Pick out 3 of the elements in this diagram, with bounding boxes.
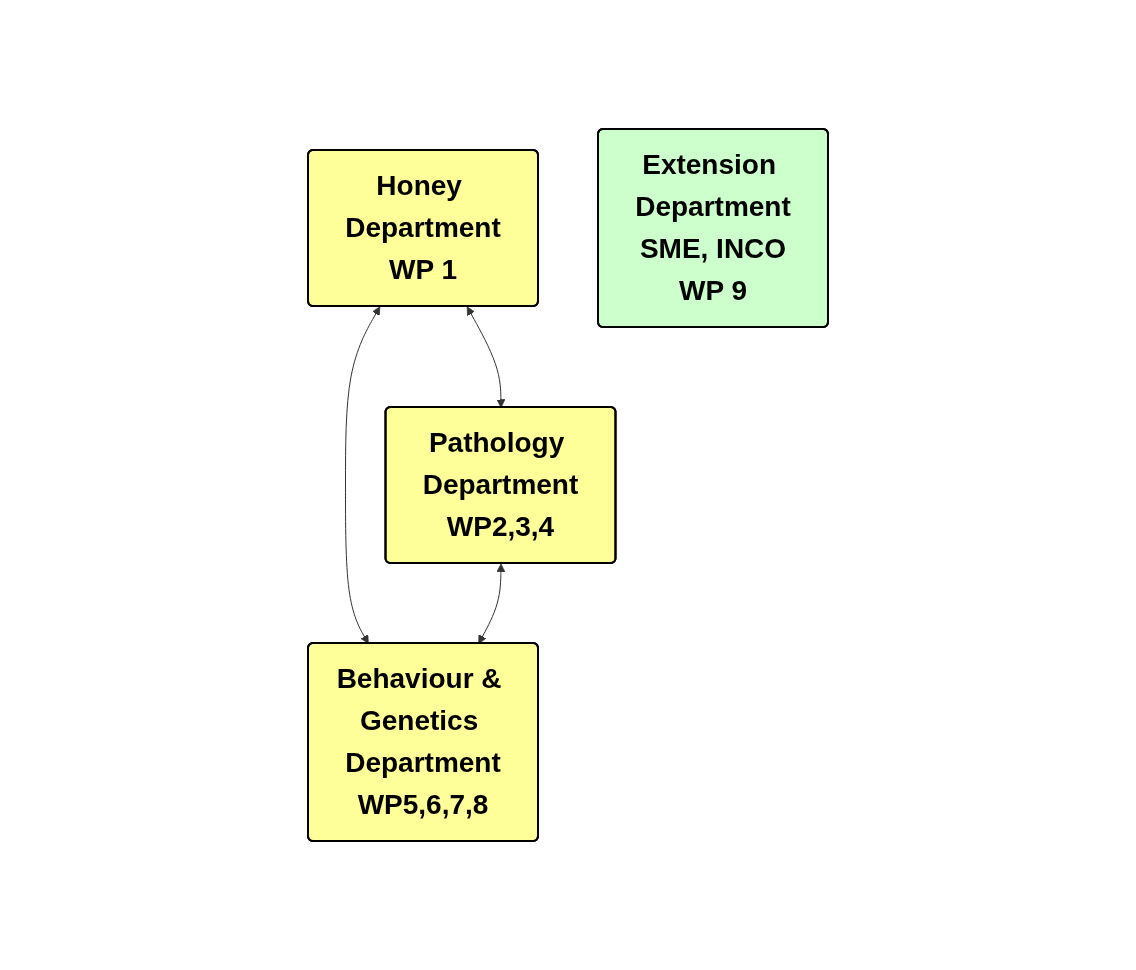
arrow — [478, 563, 506, 644]
arrow — [345, 306, 381, 644]
arrow — [466, 306, 506, 408]
